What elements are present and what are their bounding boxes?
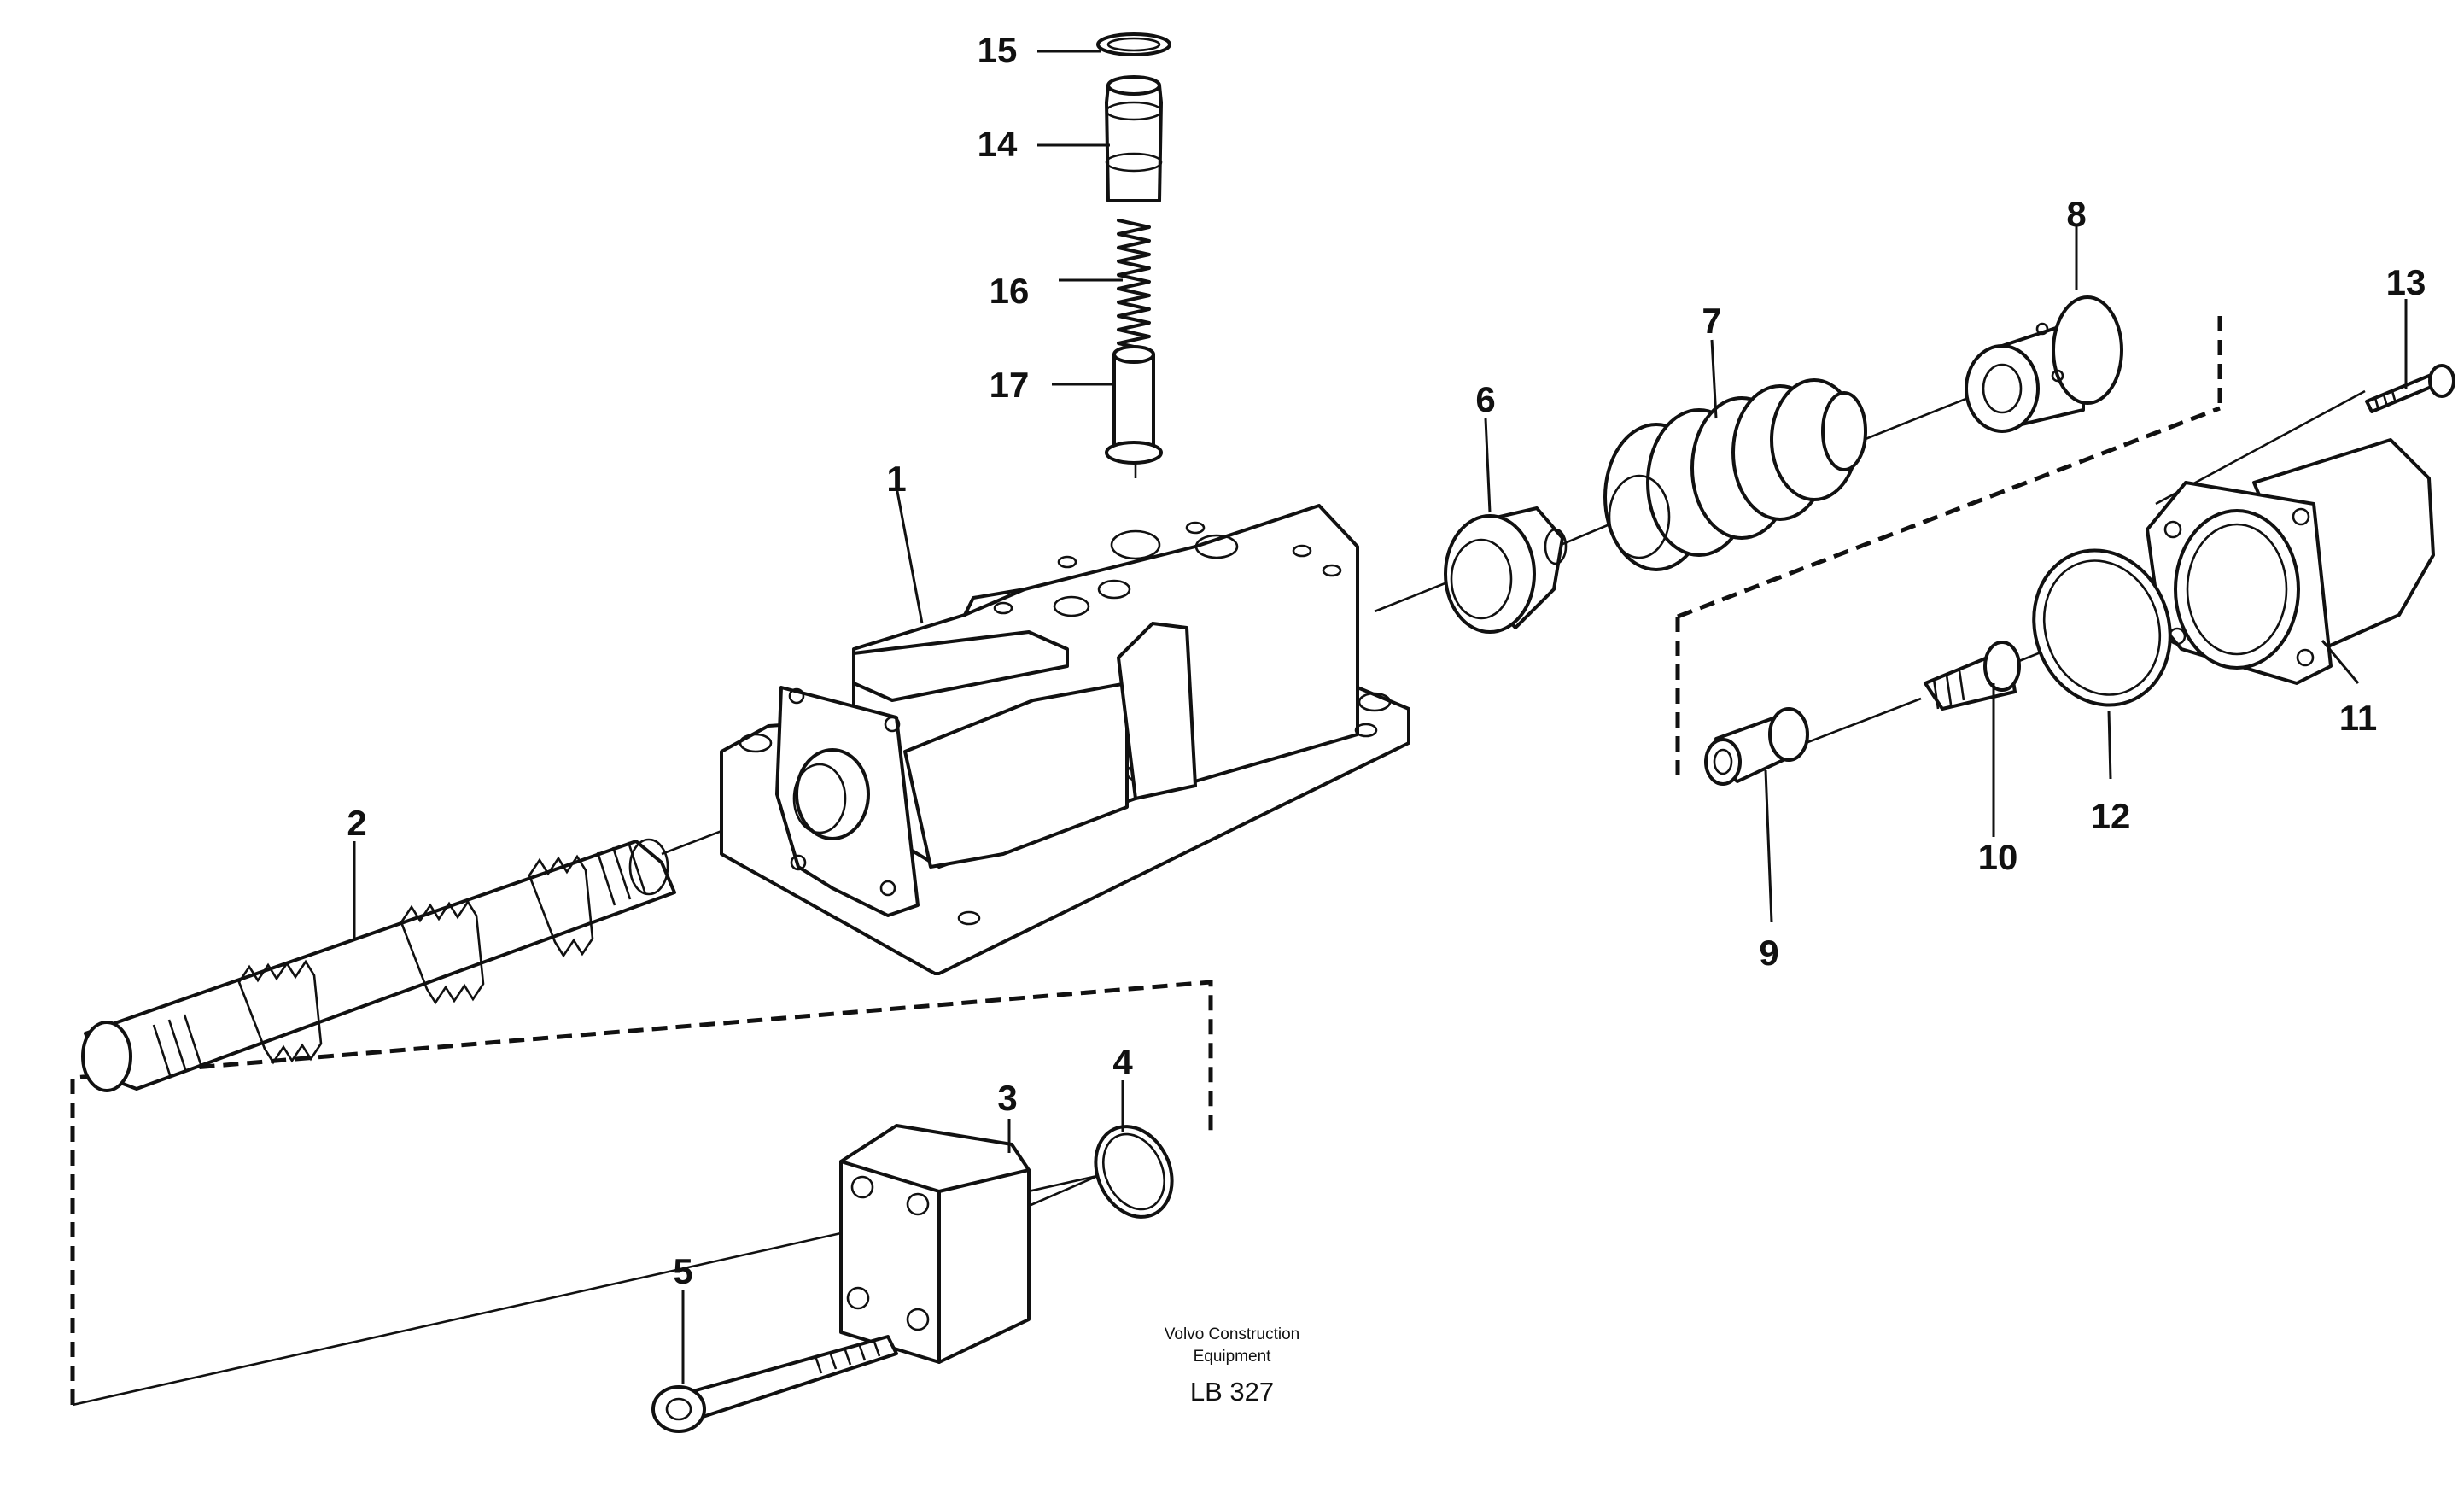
caption-line-2: Equipment xyxy=(1194,1348,1272,1366)
callout-6: 6 xyxy=(1475,379,1495,419)
part-2-spool xyxy=(81,838,676,1092)
dashed-group-lines xyxy=(70,316,2222,1405)
part-17-sleeve xyxy=(1105,345,1163,465)
part-11-end-cover xyxy=(2146,438,2435,685)
part-13-screw xyxy=(2365,364,2455,413)
part-3-cover-block xyxy=(839,1124,1031,1364)
callout-17: 17 xyxy=(990,365,1030,405)
diagram-caption: Volvo Construction Equipment LB 327 xyxy=(1165,1325,1299,1407)
callout-5: 5 xyxy=(673,1251,692,1291)
part-15-o-ring xyxy=(1096,32,1171,56)
callout-1: 1 xyxy=(886,459,906,499)
drawing-code: LB 327 xyxy=(1190,1377,1274,1407)
callout-3: 3 xyxy=(997,1078,1017,1118)
part-12-gasket xyxy=(2032,548,2172,707)
callout-10: 10 xyxy=(1978,837,2018,877)
part-6-spring-seat xyxy=(1444,506,1568,634)
callout-labels: 1 2 3 4 5 6 7 8 9 10 11 12 13 14 15 16 1… xyxy=(347,30,2426,1291)
callout-2: 2 xyxy=(347,803,366,843)
callout-16: 16 xyxy=(990,271,1030,311)
part-7-spring xyxy=(1603,378,1867,571)
part-9-sleeve xyxy=(1704,707,1809,786)
part-8-spring-guide xyxy=(1965,295,2123,433)
part-14-valve-plug xyxy=(1105,75,1163,202)
part-5-screw xyxy=(651,1335,898,1433)
callout-11: 11 xyxy=(2339,698,2377,738)
caption-line-1: Volvo Construction xyxy=(1165,1325,1299,1343)
part-1-valve-housing xyxy=(720,504,1410,975)
callout-9: 9 xyxy=(1759,933,1778,973)
part-10-plug xyxy=(1924,641,2021,711)
callout-14: 14 xyxy=(978,124,1018,164)
callout-4: 4 xyxy=(1112,1042,1133,1082)
callout-13: 13 xyxy=(2386,262,2426,302)
part-4-o-ring xyxy=(1094,1125,1174,1219)
callout-8: 8 xyxy=(2066,194,2086,234)
callout-12: 12 xyxy=(2091,796,2131,836)
callout-15: 15 xyxy=(978,30,1018,70)
callout-7: 7 xyxy=(1702,301,1721,341)
leader-lines xyxy=(353,50,2408,1384)
